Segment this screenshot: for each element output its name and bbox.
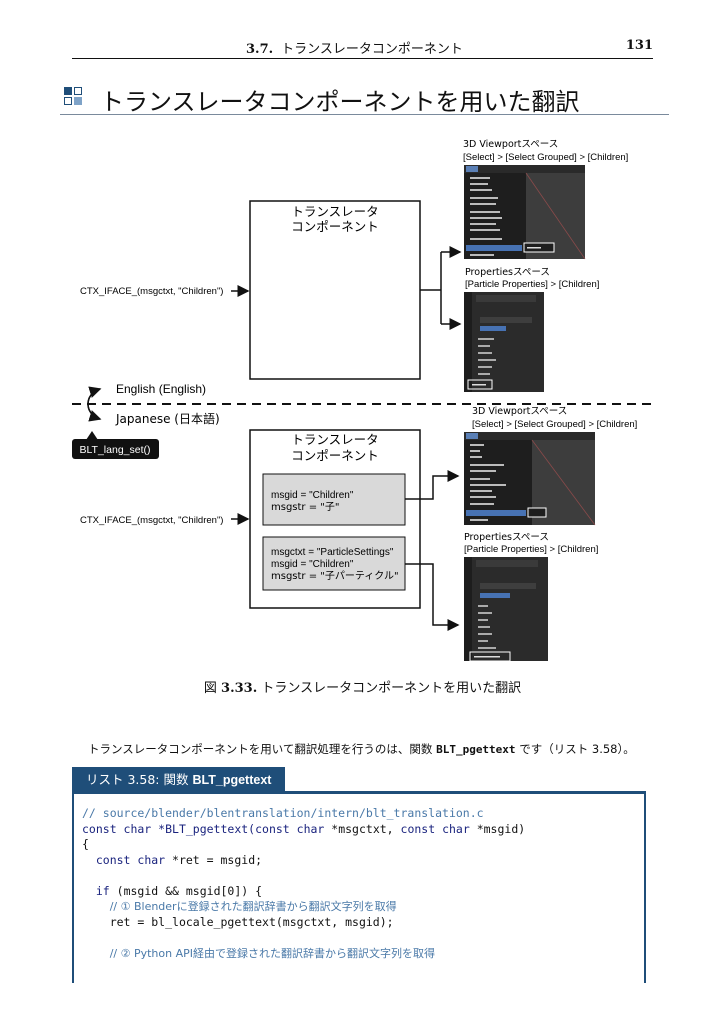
- translator-diagram: トランスレータ コンポーネント CTX_IFACE_(msgctxt, "Chi…: [72, 139, 653, 662]
- translation-entry-1: [262, 473, 406, 526]
- code-keyword: const char: [255, 821, 325, 836]
- bottom-viewport-screenshot: [464, 432, 596, 526]
- blt-lang-set-badge: [72, 439, 159, 459]
- section-rule: [60, 114, 669, 115]
- code-line-8: ret = bl_locale_pgettext(msgctxt, msgid)…: [109, 914, 394, 929]
- running-header-section: 3.7. トランスレータコンポーネント: [246, 38, 463, 57]
- caption-prefix: 図: [203, 681, 217, 696]
- code-keyword: const char: [82, 821, 152, 836]
- listing-title-tab: リスト 3.58: 関数 BLT_pgettext: [72, 767, 286, 791]
- bottom-properties-screenshot: [464, 557, 548, 662]
- top-properties-screenshot: [464, 292, 544, 392]
- entry-1-line-1: msgid = "Children": [271, 490, 354, 501]
- body-paragraph: トランスレータコンポーネントを用いて翻訳処理を行うのは、関数 BLT_pgett…: [88, 741, 635, 757]
- caption-text: トランスレータコンポーネントを用いた翻訳: [261, 681, 522, 696]
- code-func-decl: *BLT_pgettext(: [151, 821, 256, 836]
- bottom-viewport-title: 3D Viewportスペース: [472, 406, 567, 417]
- top-viewport-title: 3D Viewportスペース: [463, 139, 558, 150]
- top-component-label-1: トランスレータ: [291, 204, 378, 219]
- body-text-before: トランスレータコンポーネントを用いて翻訳処理を行うのは、関数: [88, 742, 433, 756]
- body-text-after: です（リスト 3.58）。: [519, 742, 635, 756]
- japanese-label: Japanese (日本語): [115, 411, 220, 426]
- code-param: *msgctxt,: [324, 821, 401, 836]
- listing-title-func: BLT_pgettext: [192, 773, 272, 787]
- top-component-box: [249, 200, 421, 380]
- bottom-arrow-properties: [405, 563, 460, 631]
- section-title: トランスレータコンポーネントを用いた翻訳: [100, 88, 580, 116]
- code-keyword: const char: [400, 821, 470, 836]
- blt-lang-set-label: BLT_lang_set(): [79, 444, 150, 456]
- code-keyword: const char: [95, 852, 166, 867]
- code-line-3: {: [82, 837, 89, 851]
- listing-title-prefix: 関数: [163, 772, 189, 787]
- code-comment-2: // ② Python API経由で登録された翻訳辞書から翻訳文字列を取得: [109, 946, 435, 960]
- entry-2-line-3: msgstr = "子パーティクル": [271, 570, 399, 582]
- code-listing-top-rule: [72, 791, 646, 794]
- translation-entry-2: [262, 536, 406, 591]
- code-line-1: // source/blender/blentranslation/intern…: [82, 806, 484, 820]
- code-listing: // source/blender/blentranslation/intern…: [82, 806, 525, 961]
- top-input-label: CTX_IFACE_(msgctxt, "Children"): [80, 286, 223, 297]
- top-viewport-screenshot: [464, 165, 586, 260]
- bottom-viewport-path: [Select] > [Select Grouped] > [Children]: [472, 419, 637, 430]
- caption-number: 3.33.: [221, 681, 258, 696]
- code-line-6-rest: (msgid && msgid[0]) {: [109, 883, 263, 898]
- header-section-title: トランスレータコンポーネント: [281, 42, 463, 57]
- bottom-input-label: CTX_IFACE_(msgctxt, "Children"): [80, 515, 223, 526]
- bottom-component-label-2: コンポーネント: [291, 448, 379, 463]
- header-section-number: 3.7.: [246, 42, 274, 57]
- code-line-4-rest: *ret = msgid;: [165, 852, 263, 867]
- four-square-section-icon: [64, 87, 84, 107]
- body-func-name: BLT_pgettext: [436, 743, 516, 756]
- listing-label: リスト 3.58:: [86, 772, 160, 787]
- entry-2-line-1: msgctxt = "ParticleSettings": [271, 547, 394, 558]
- entry-2-line-2: msgid = "Children": [271, 559, 354, 570]
- page-number: 131: [625, 38, 653, 53]
- top-properties-title: Propertiesスペース: [465, 267, 550, 278]
- entry-1-line-2: msgstr = "子": [271, 501, 339, 513]
- code-keyword: if: [95, 883, 110, 898]
- top-component-label-2: コンポーネント: [291, 219, 379, 234]
- english-label: English (English): [116, 382, 206, 396]
- bottom-properties-title: Propertiesスペース: [464, 532, 549, 543]
- bottom-arrow-viewport: [405, 470, 460, 500]
- bottom-properties-path: [Particle Properties] > [Children]: [464, 544, 598, 555]
- figure-caption: 図 3.33. トランスレータコンポーネントを用いた翻訳: [0, 677, 725, 696]
- top-viewport-path: [Select] > [Select Grouped] > [Children]: [463, 152, 628, 163]
- header-rule: [72, 58, 653, 59]
- bottom-component-label-1: トランスレータ: [291, 432, 378, 447]
- code-param: *msgid): [469, 821, 526, 836]
- code-comment-1: // ① Blenderに登録された翻訳辞書から翻訳文字列を取得: [109, 900, 397, 913]
- top-properties-path: [Particle Properties] > [Children]: [465, 279, 599, 290]
